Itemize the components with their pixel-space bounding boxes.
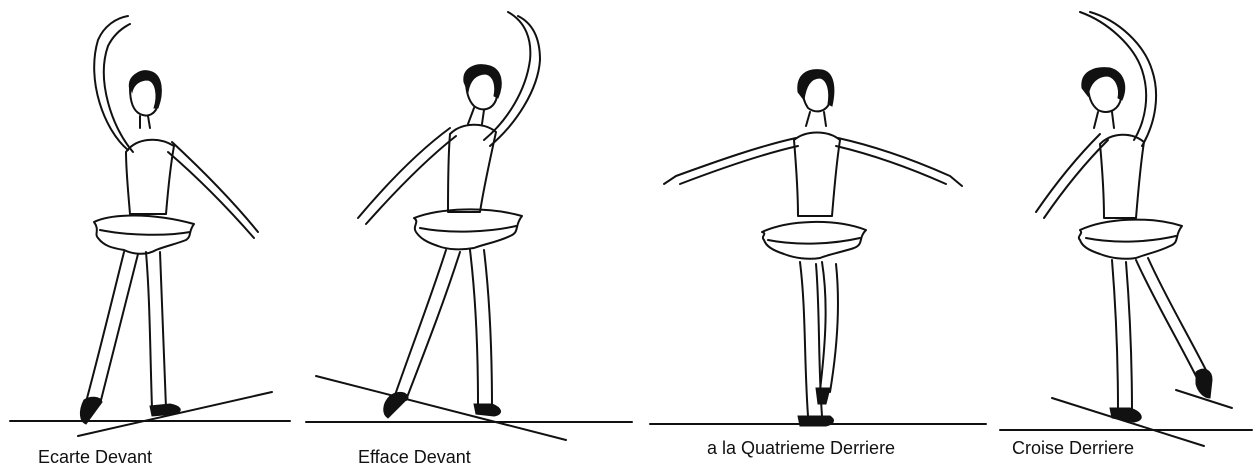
right-arm — [836, 138, 962, 186]
shoe — [798, 416, 833, 426]
pointe-shoe-back — [1196, 369, 1212, 398]
shoe-back — [150, 404, 180, 416]
tutu — [1079, 220, 1182, 259]
pointe-shoe-front — [384, 392, 408, 418]
pointe-shoe-back — [816, 388, 830, 404]
working-leg — [86, 252, 138, 404]
figure-efface-devant — [306, 12, 632, 440]
supporting-leg — [146, 252, 166, 408]
shoe-back — [474, 404, 501, 416]
figure-quatrieme-derriere — [650, 70, 986, 426]
figure-croise-derriere — [1000, 12, 1252, 446]
caption-efface-devant: Efface Devant — [358, 447, 471, 468]
shoe — [1110, 408, 1141, 422]
left-arm — [664, 138, 798, 184]
figure-ecarte-devant — [10, 16, 290, 436]
tutu — [762, 222, 866, 259]
hair — [464, 65, 501, 98]
torso — [448, 108, 496, 212]
side-arm — [168, 142, 258, 238]
supporting-leg — [1112, 260, 1132, 412]
working-leg — [394, 250, 460, 400]
torso — [126, 116, 174, 214]
working-leg — [1136, 258, 1210, 380]
pointe-shoe-front — [80, 397, 102, 424]
torso — [1094, 112, 1144, 218]
supporting-leg — [470, 250, 492, 408]
hair — [798, 70, 834, 106]
tutu — [414, 209, 522, 249]
side-arm — [1036, 134, 1108, 218]
working-leg — [820, 262, 838, 392]
caption-quatrieme-derriere: a la Quatrieme Derriere — [707, 438, 895, 459]
raised-arm — [94, 16, 133, 152]
caption-croise-derriere: Croise Derriere — [1012, 438, 1134, 459]
hair — [1082, 68, 1125, 100]
tutu — [94, 216, 194, 254]
hair — [130, 71, 161, 108]
direction-line — [316, 376, 566, 440]
side-arm — [358, 128, 456, 224]
caption-ecarte-devant: Ecarte Devant — [38, 447, 152, 468]
torso — [794, 112, 840, 216]
